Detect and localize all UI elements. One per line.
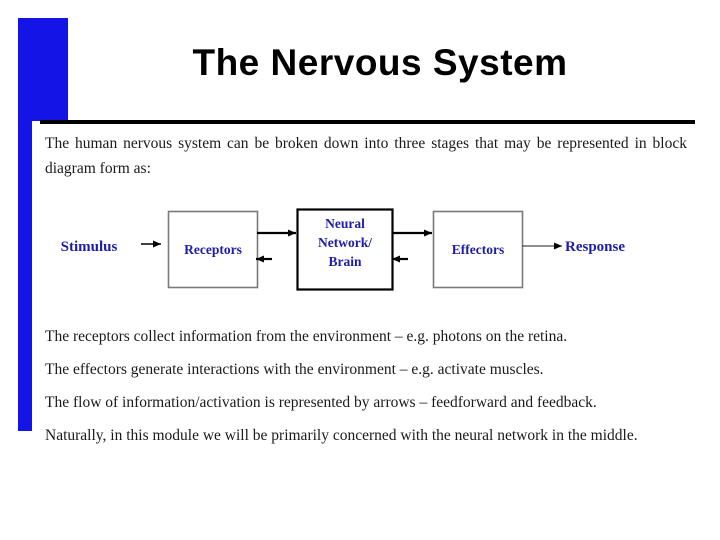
brain-label-line-1: Neural [325,216,365,231]
accent-bar-top [18,18,68,121]
diagram-box-neural-network [296,208,394,291]
intro-paragraph: The human nervous system can be broken d… [45,135,687,177]
diagram-label-response: Response [565,239,626,255]
brain-label-line-3: Brain [328,254,362,269]
brain-label-line-2: Network/ [318,235,372,250]
page-title: The Nervous System [192,42,568,83]
body-paragraph-1: The receptors collect information from t… [45,328,568,345]
diagram-box-label-neural-network: Neural Network/ Brain [297,214,393,271]
title-divider [40,120,695,124]
diagram-label-stimulus: Stimulus [60,239,118,255]
body-paragraph-4: Naturally, in this module we will be pri… [45,427,638,444]
diagram-box-label-effectors: Effectors [451,242,505,257]
diagram-box-receptors [167,210,259,289]
body-paragraph-3: The flow of information/activation is re… [45,394,597,411]
diagram-box-effectors [432,210,524,289]
accent-bar-stem [18,118,32,431]
nervous-system-block-diagram [0,195,720,305]
body-paragraph-2: The effectors generate interactions with… [45,361,544,378]
diagram-box-label-receptors: Receptors [184,242,242,257]
